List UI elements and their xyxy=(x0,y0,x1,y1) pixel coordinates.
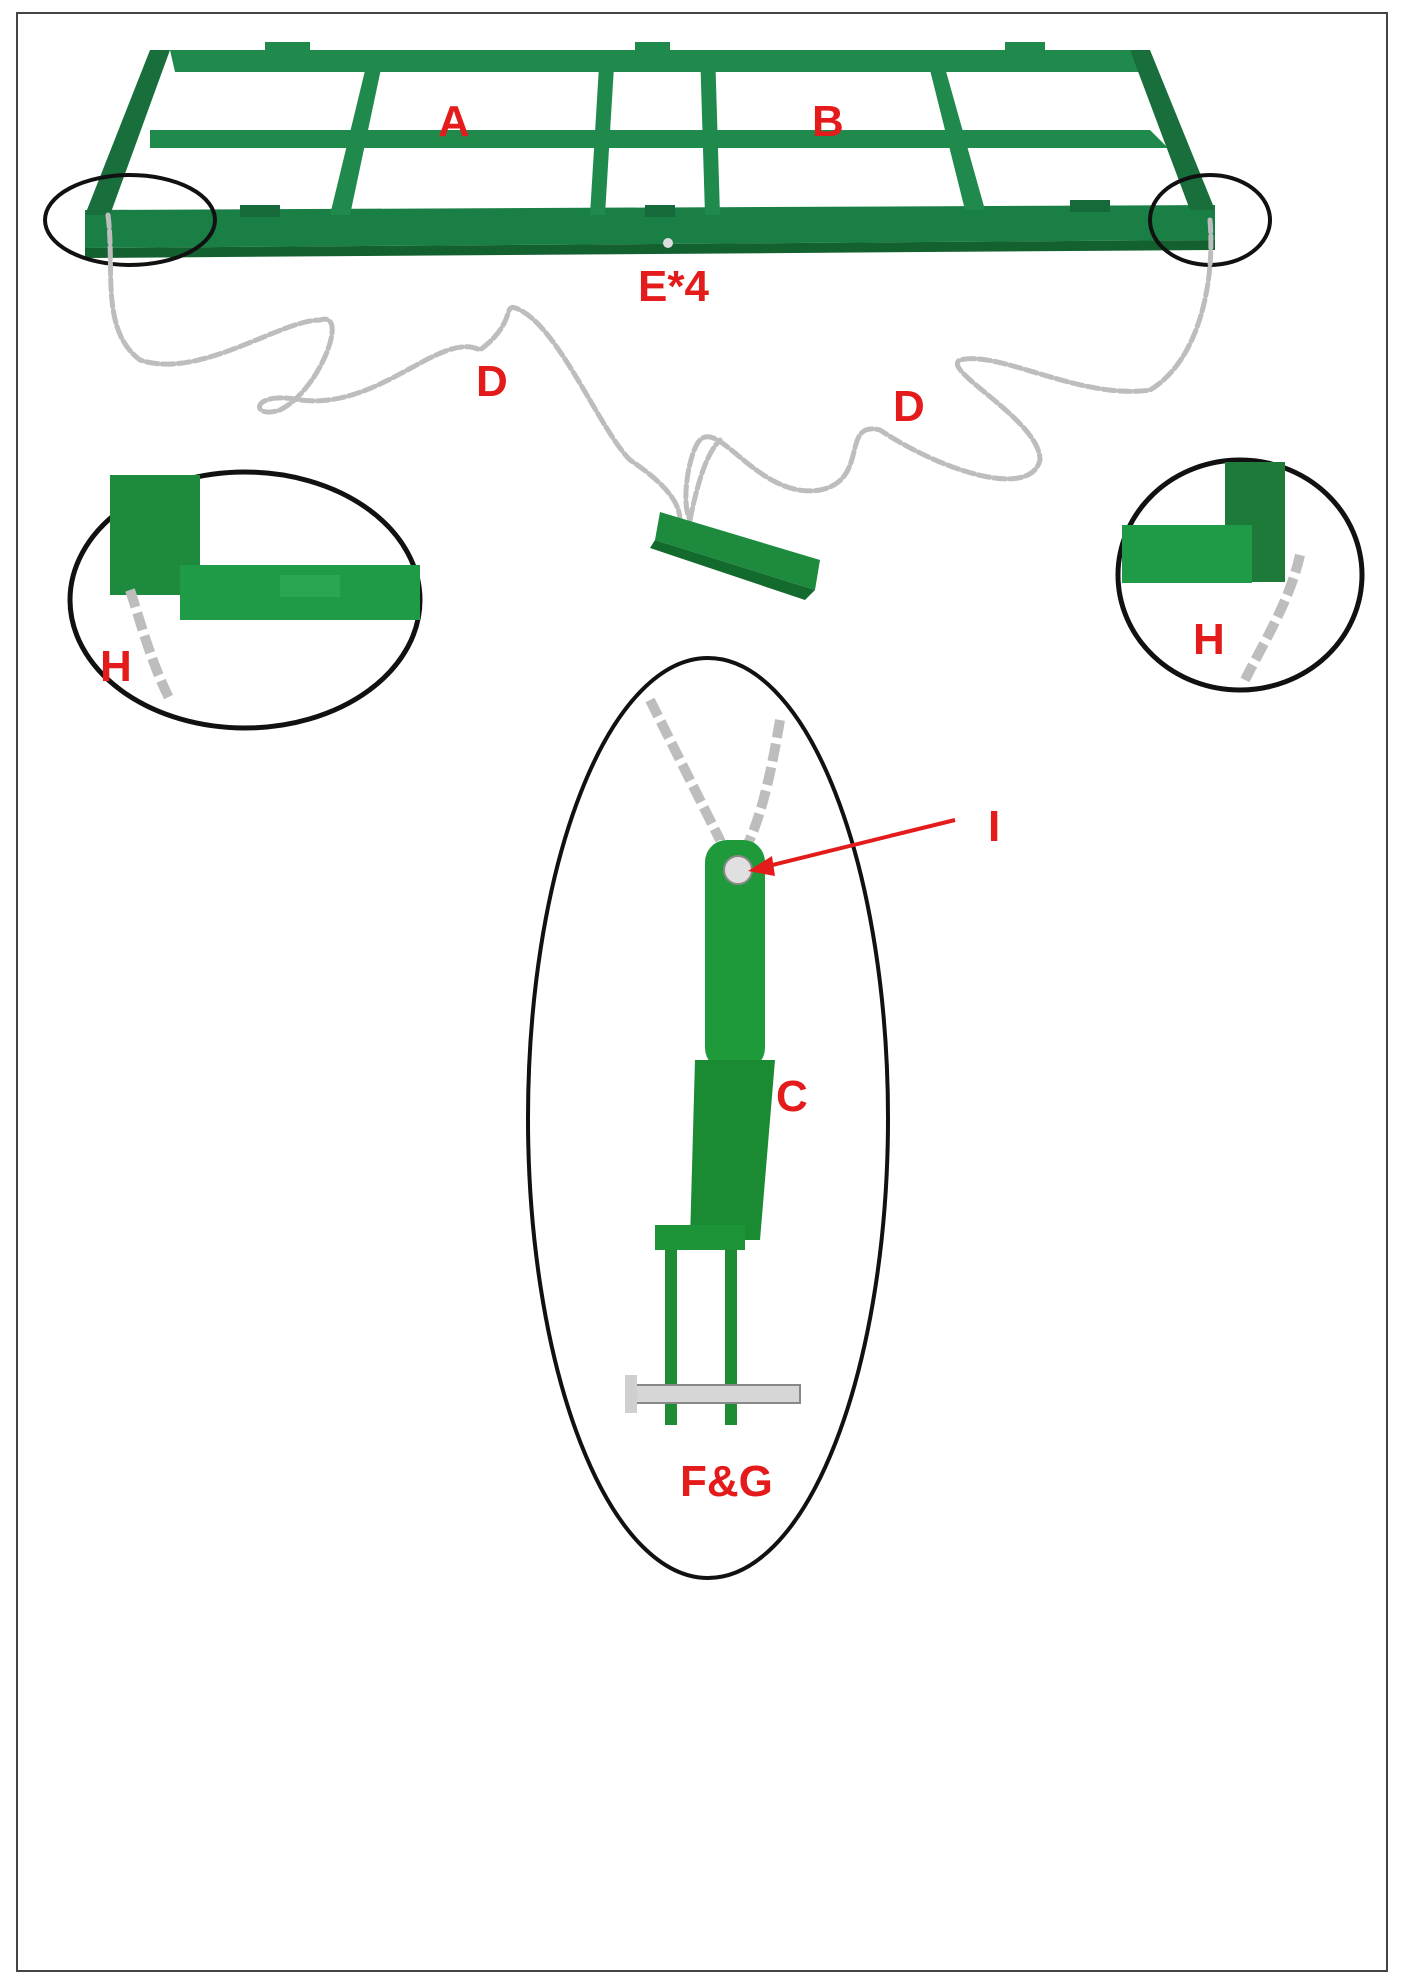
left-hook-detail xyxy=(67,469,423,731)
left-corner-callout xyxy=(43,173,217,267)
label-part-h-left: H xyxy=(100,642,132,691)
chains xyxy=(105,212,1214,523)
label-part-d-right: D xyxy=(893,382,925,431)
right-hook-detail xyxy=(1115,457,1365,693)
label-part-c: C xyxy=(776,1072,808,1121)
bolt-arrow xyxy=(748,818,956,876)
label-part-e: E*4 xyxy=(638,262,709,311)
label-part-i: I xyxy=(988,802,1001,851)
label-part-f-g: F&G xyxy=(680,1457,773,1506)
label-part-d-left: D xyxy=(476,357,508,406)
harrow-frame xyxy=(85,42,1215,258)
folded-drawbar xyxy=(650,512,820,600)
label-part-a: A xyxy=(438,97,470,146)
label-part-b: B xyxy=(812,97,844,146)
label-part-h-right: H xyxy=(1193,615,1225,664)
drawbar-detail xyxy=(526,656,890,1580)
diagram-border xyxy=(16,12,1388,1972)
